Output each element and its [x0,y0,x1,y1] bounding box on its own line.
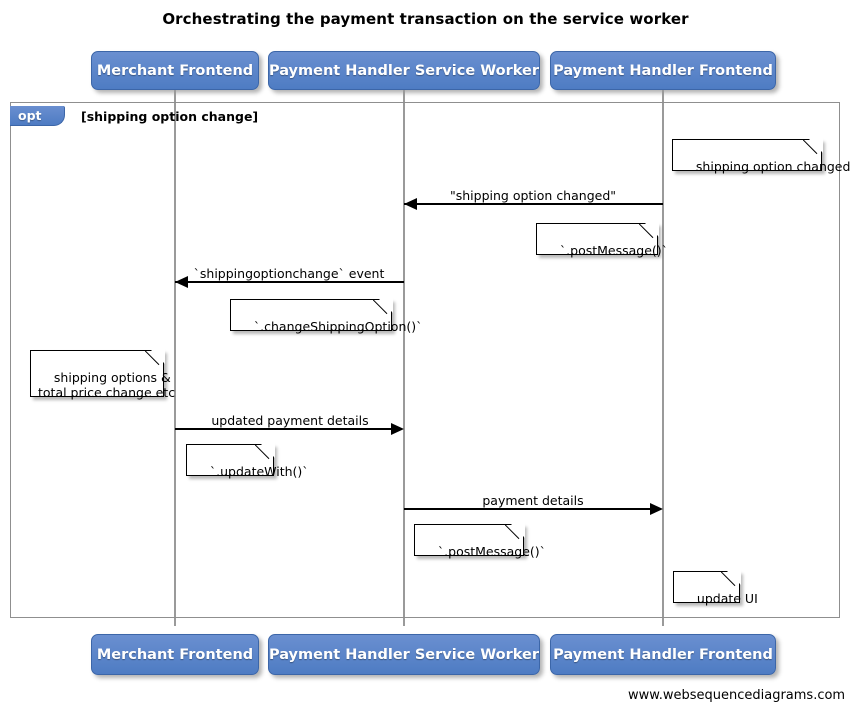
note-text: `.changeShippingOption()` [253,319,423,334]
arrow-head-left-icon-shippingoptionchange-event [175,276,188,288]
arrow-head-left-icon-shipping-option-changed [404,198,417,210]
note-fold-line-icon [721,571,740,590]
message-label-updated-payment-details: updated payment details [211,413,369,428]
note-text: shipping options & total price change et… [38,370,176,400]
actor-box-payment-handler-service-worker-top[interactable]: Payment Handler Service Worker [268,51,540,90]
message-label-shippingoptionchange-event: `shippingoptionchange` event [193,266,385,281]
actor-box-payment-handler-service-worker-bottom[interactable]: Payment Handler Service Worker [268,634,540,675]
note-text: `.updateWith()` [209,464,309,479]
actor-box-merchant-frontend-bottom[interactable]: Merchant Frontend [91,634,259,675]
message-line-updated-payment-details [175,428,392,430]
fragment-guard-condition: [shipping option change] [81,109,259,124]
lifeline-payment-handler-service-worker [403,90,405,626]
note-update-ui: update UI [673,570,758,606]
note-shipping-option-changed: shipping option changed [672,138,850,174]
arrow-head-right-icon-updated-payment-details [391,423,404,435]
note-fold-line-icon [255,444,274,463]
note-text: `.postMessage()` [559,243,668,258]
note-update-with: `.updateWith()` [186,443,309,479]
note-fold-line-icon [373,299,392,318]
actor-box-merchant-frontend-top[interactable]: Merchant Frontend [91,51,259,90]
lifeline-merchant-frontend [174,90,176,626]
note-fold-line-icon [145,350,164,369]
footer-watermark: www.websequencediagrams.com [628,688,846,703]
fragment-tab-opt: opt [10,106,65,126]
note-post-message-2: `.postMessage()` [414,523,546,559]
fragment-frame-opt [10,102,840,618]
note-fold-line-icon [505,524,524,543]
message-line-payment-details [404,508,651,510]
message-line-shippingoptionchange-event [175,281,404,283]
message-label-shipping-option-changed: "shipping option changed" [449,188,616,203]
message-line-shipping-option-changed [404,203,663,205]
note-post-message-1: `.postMessage()` [536,222,668,258]
actor-box-payment-handler-frontend-bottom[interactable]: Payment Handler Frontend [550,634,776,675]
note-text: update UI [696,591,758,606]
note-shipping-options-total-price: shipping options & total price change et… [30,349,175,400]
note-text: `.postMessage()` [437,544,546,559]
message-label-payment-details: payment details [482,493,584,508]
arrow-head-right-icon-payment-details [650,503,663,515]
note-change-shipping-option: `.changeShippingOption()` [230,298,422,334]
lifeline-payment-handler-frontend [662,90,664,626]
note-fold-line-icon [803,139,822,158]
note-fold-line-icon [639,223,658,242]
actor-box-payment-handler-frontend-top[interactable]: Payment Handler Frontend [550,51,776,90]
note-text: shipping option changed [695,159,851,174]
page-title: Orchestrating the payment transaction on… [162,10,689,28]
